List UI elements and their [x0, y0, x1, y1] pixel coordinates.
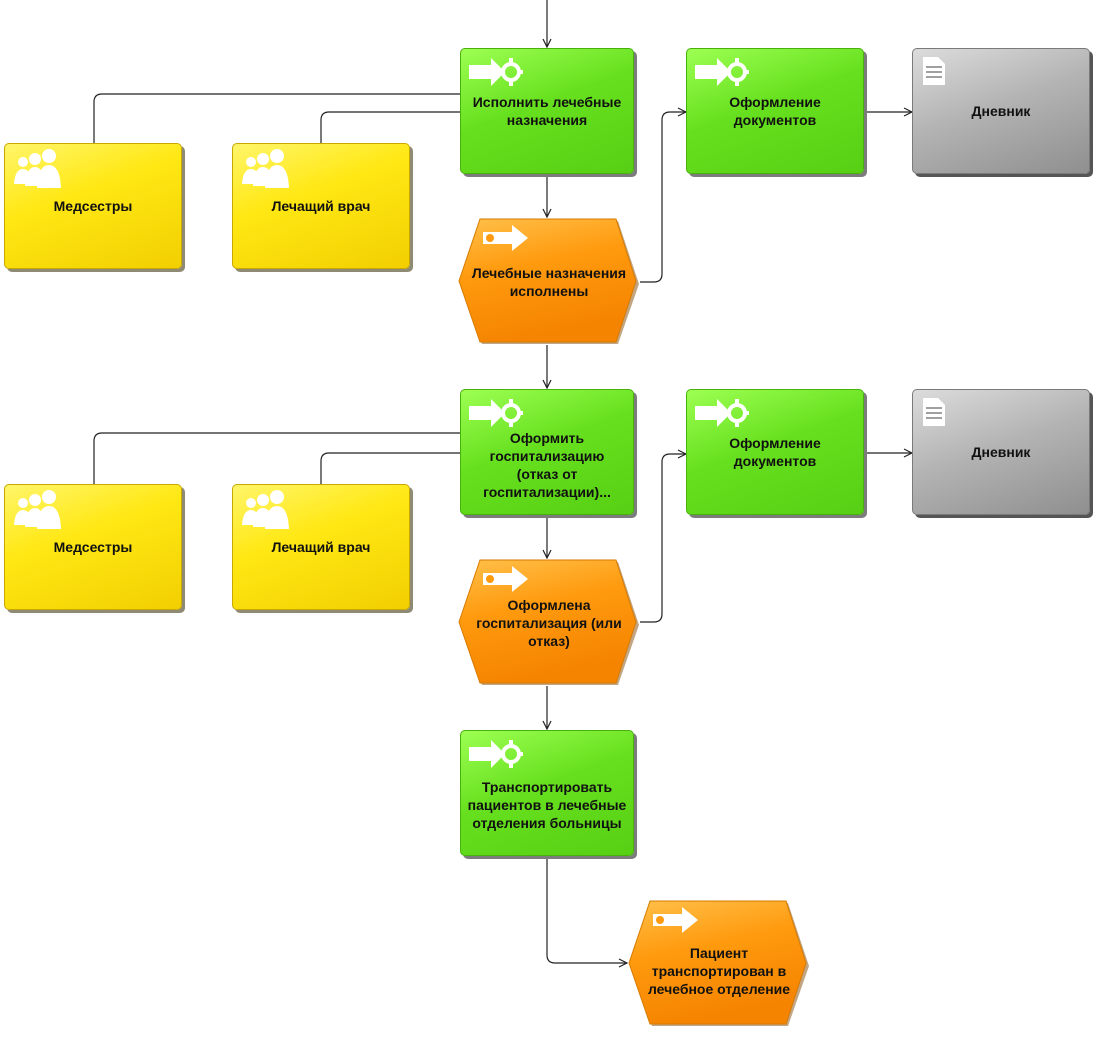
people-icon [14, 149, 61, 188]
people-icon [242, 490, 289, 529]
event-hospitalization-registered[interactable]: Оформлена госпитализация (или отказ) [458, 559, 640, 686]
document-label: Дневник [971, 103, 1031, 119]
arrow-gear-icon [695, 58, 749, 86]
function-label: Оформление документов [729, 94, 821, 128]
org-unit-attending-doctor-1[interactable]: Лечащий врач [232, 143, 410, 269]
document-icon [923, 57, 945, 85]
org-unit-label: Лечащий врач [271, 539, 371, 555]
people-icon [14, 490, 61, 529]
event-prescriptions-executed[interactable]: Лечебные назначения исполнены [458, 218, 640, 345]
event-hexagon [458, 559, 639, 685]
function-label: Оформление документов [729, 435, 821, 469]
event-label: Оформлена госпитализация (или отказ) [476, 596, 622, 649]
arrow-gear-icon [469, 58, 523, 86]
document-label: Дневник [971, 444, 1031, 460]
connector [640, 112, 686, 283]
function-box-document-processing-2[interactable]: Оформление документов [686, 389, 864, 515]
people-icon [242, 149, 289, 188]
org-unit-attending-doctor-2[interactable]: Лечащий врач [232, 484, 410, 610]
connector [320, 111, 460, 143]
function-box-register-hospitalization[interactable]: Оформить госпитализацию (отказ от госпит… [460, 389, 634, 515]
org-unit-label: Медсестры [53, 198, 133, 214]
event-patient-transported[interactable]: Пациент транспортирован в лечебное отдел… [628, 900, 810, 1027]
arrow-icon [483, 225, 528, 251]
connector [546, 856, 627, 963]
org-unit-label: Медсестры [53, 539, 133, 555]
event-text: Оформлена госпитализация (или отказ) [458, 559, 640, 686]
document-box-diary-2[interactable]: Дневник [912, 389, 1090, 515]
function-label: Исполнить лечебные назначения [472, 94, 622, 128]
arrow-gear-icon [469, 399, 523, 427]
arrow-icon [483, 566, 528, 592]
event-hexagon [458, 218, 639, 344]
connector [93, 432, 460, 484]
function-label: Транспортировать пациентов в лечебные от… [467, 779, 627, 831]
connector [93, 93, 460, 143]
arrow-gear-icon [695, 399, 749, 427]
event-label: Лечебные назначения исполнены [471, 264, 627, 299]
org-unit-nurses-2[interactable]: Медсестры [4, 484, 182, 610]
event-label: Пациент транспортирован в лечебное отдел… [647, 944, 791, 997]
function-box-execute-prescriptions[interactable]: Исполнить лечебные назначения [460, 48, 634, 174]
event-text: Лечебные назначения исполнены [458, 218, 640, 345]
function-box-transport-patients[interactable]: Транспортировать пациентов в лечебные от… [460, 730, 634, 856]
arrow-gear-icon [469, 740, 523, 768]
connector [640, 454, 686, 623]
event-hexagon [628, 900, 809, 1026]
org-unit-nurses-1[interactable]: Медсестры [4, 143, 182, 269]
event-text: Пациент транспортирован в лечебное отдел… [628, 900, 810, 1027]
function-box-document-processing-1[interactable]: Оформление документов [686, 48, 864, 174]
connector [320, 452, 460, 484]
function-label: Оформить госпитализацию (отказ от госпит… [483, 430, 611, 500]
org-unit-label: Лечащий врач [271, 198, 371, 214]
arrow-icon [653, 907, 698, 933]
document-box-diary-1[interactable]: Дневник [912, 48, 1090, 174]
document-icon [923, 398, 945, 426]
